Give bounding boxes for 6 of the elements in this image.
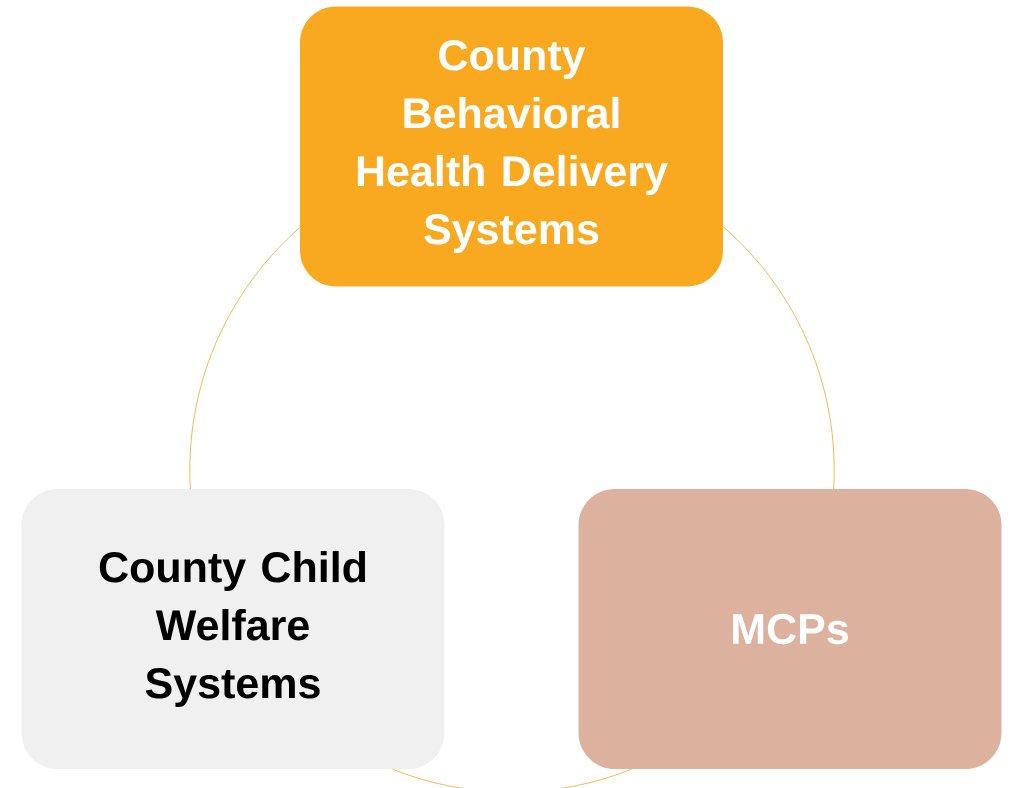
connector-arc — [722, 226, 835, 490]
rounded-box: MCPs — [578, 489, 1002, 769]
rounded-box: County Child Welfare Systems — [21, 489, 445, 769]
connector-arc — [189, 227, 301, 490]
connector-arc — [392, 768, 632, 788]
rounded-box: County Behavioral Health Delivery Systems — [300, 6, 723, 287]
